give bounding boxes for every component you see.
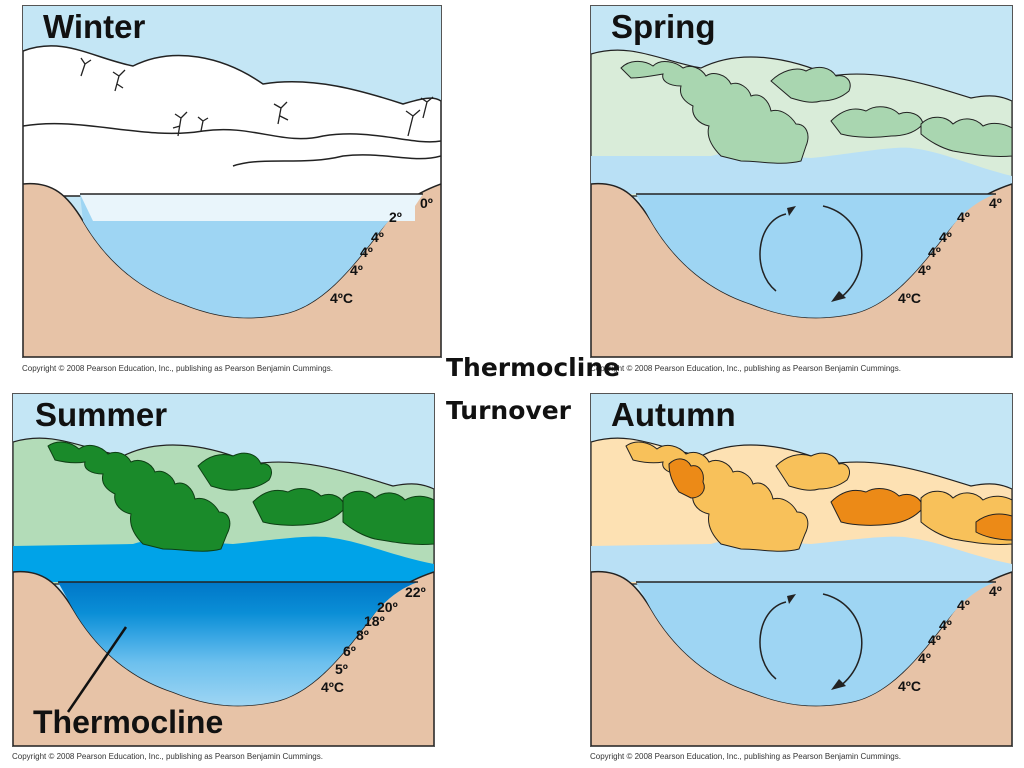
winter-temp-label: 4º [371,229,384,245]
winter-scene [23,45,441,357]
autumn-temp-label: 4ºC [898,678,922,694]
summer-trees [47,441,434,552]
autumn-scene [591,437,1012,746]
winter-panel: Winter 0º 2º 4º 4º 4º 4ºC [22,5,442,358]
summer-temp-label: 4ºC [321,679,345,695]
autumn-temp-label: 4º [989,583,1002,599]
spring-turnover-arrows [759,205,863,300]
autumn-title: Autumn [611,396,736,433]
winter-temp-label: 4º [360,244,373,260]
autumn-temp-label: 4º [928,632,941,648]
summer-temp-label: 22º [405,584,426,600]
winter-hills [23,45,441,197]
autumn-lake [636,582,996,706]
summer-copyright: Copyright © 2008 Pearson Education, Inc.… [12,752,323,761]
summer-temp-label: 18º [364,613,385,629]
thermocline-pointer [66,626,128,713]
spring-temp-label: 4º [989,195,1002,211]
spring-temp-label: 4º [918,262,931,278]
winter-temp-label: 2º [389,209,402,225]
winter-bare-trees [80,57,434,137]
autumn-temp-label: 4º [939,617,952,633]
autumn-panel: Autumn 4º 4º 4º 4º 4º 4ºC [590,393,1013,747]
summer-panel: Summer 22º 20º 18º 8º 6º 5º 4ºC Thermocl… [12,393,435,747]
spring-title: Spring [611,8,716,45]
center-thermocline-label: Thermocline [446,353,621,382]
summer-temp-label: 20º [377,599,398,615]
summer-temp-label: 6º [343,643,356,659]
spring-temp-label: 4º [928,244,941,260]
center-turnover-label: Turnover [446,396,571,425]
winter-temp-label: 4º [350,262,363,278]
autumn-lake-surface [591,536,1012,582]
summer-temp-label: 8º [356,627,369,643]
winter-temp-label: 0º [420,195,433,211]
spring-lake-surface [591,147,1012,194]
spring-lake [636,194,996,318]
summer-title: Summer [35,396,168,433]
winter-temp-label: 4ºC [330,290,354,306]
spring-temp-label: 4ºC [898,290,922,306]
spring-scene [591,49,1012,357]
autumn-copyright: Copyright © 2008 Pearson Education, Inc.… [590,752,901,761]
autumn-turnover-arrows [759,593,863,688]
spring-temp-label: 4º [939,229,952,245]
autumn-trees [625,441,1012,552]
summer-scene [13,437,434,746]
winter-title: Winter [43,8,146,45]
winter-lake [80,194,423,318]
spring-temp-label: 4º [957,209,970,225]
autumn-temp-label: 4º [957,597,970,613]
summer-lake-surface [13,536,434,582]
spring-trees [620,60,1012,164]
winter-copyright: Copyright © 2008 Pearson Education, Inc.… [22,364,333,373]
spring-panel: Spring 4º 4º 4º 4º 4º 4ºC [590,5,1013,358]
summer-lake [58,582,418,706]
spring-copyright: Copyright © 2008 Pearson Education, Inc.… [590,364,901,373]
summer-thermocline-label: Thermocline [33,704,224,740]
autumn-temp-label: 4º [918,650,931,666]
summer-temp-label: 5º [335,661,348,677]
winter-ice [80,194,423,221]
